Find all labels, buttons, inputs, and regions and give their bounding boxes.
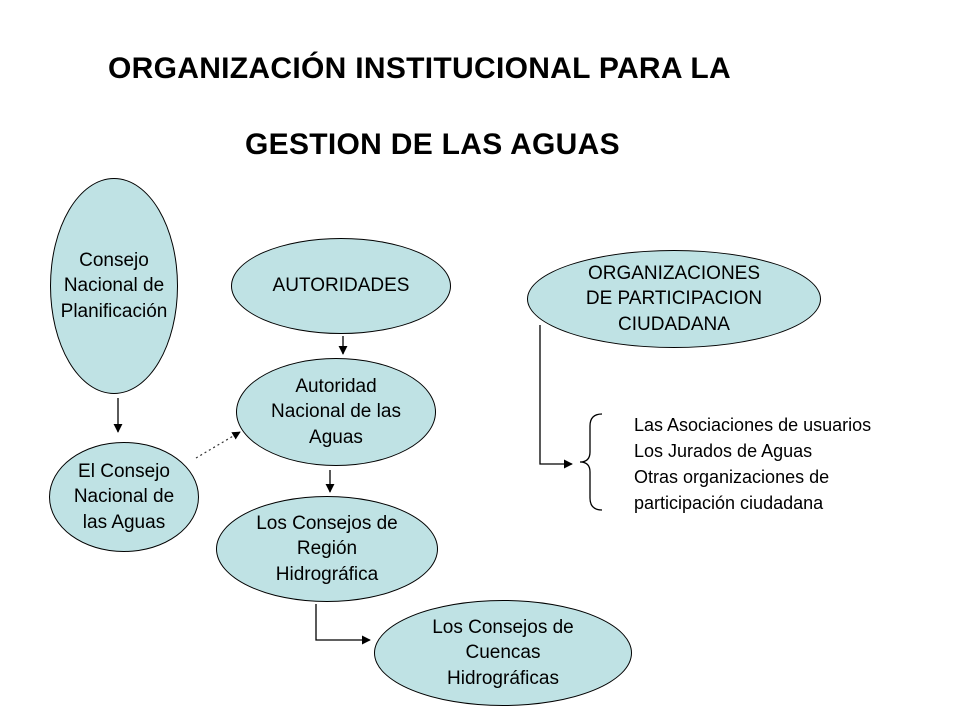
node-text-line: las Aguas [82, 511, 166, 533]
node-text-line: Autoridad [295, 375, 377, 397]
list-item: Las Asociaciones de usuarios [634, 415, 872, 435]
node-consejos-cuencas-hidrograficas: Los Consejos de Cuencas Hidrográficas [374, 600, 632, 706]
arrow-region-to-cuencas [315, 604, 371, 645]
participation-list: Las Asociaciones de usuarios Los Jurados… [634, 412, 871, 516]
node-text-line: El Consejo [78, 460, 170, 482]
page-title-line-2: GESTION DE LAS AGUAS [245, 128, 620, 161]
list-item: participación ciudadana [634, 493, 824, 514]
node-text-line: Nacional de las [271, 401, 401, 423]
node-text-line: ORGANIZACIONES [587, 262, 761, 284]
list-item: Otras organizaciones de [634, 467, 830, 488]
node-text-line: Los Consejos de [256, 512, 398, 534]
node-text-line: Los Consejos de [432, 616, 574, 638]
node-text-line: Región [296, 538, 358, 560]
node-autoridad-nacional-aguas: Autoridad Nacional de las Aguas [236, 358, 436, 466]
node-consejo-nacional-planificacion: Consejo Nacional de Planificación [50, 178, 178, 394]
list-item: Los Jurados de Aguas [634, 441, 813, 462]
node-autoridades: AUTORIDADES [231, 238, 451, 334]
page-title-line-1: ORGANIZACIÓN INSTITUCIONAL PARA LA [108, 52, 731, 85]
node-text-line: Hidrográficas [447, 667, 559, 689]
node-text-line: Consejo [79, 249, 149, 271]
node-text-line: Aguas [309, 426, 363, 448]
list-brace [579, 413, 603, 511]
node-consejo-nacional-aguas: El Consejo Nacional de las Aguas [49, 442, 199, 552]
node-text-line: Planificación [60, 300, 168, 322]
node-text-line: Hidrográfica [275, 563, 379, 585]
node-text-line: Nacional de [73, 486, 175, 508]
node-text-line: DE PARTICIPACION [585, 288, 763, 310]
node-consejos-region-hidrografica: Los Consejos de Región Hidrográfica [216, 496, 438, 602]
node-text-line: Nacional de [63, 275, 165, 297]
node-organizaciones-participacion: ORGANIZACIONES DE PARTICIPACION CIUDADAN… [527, 250, 821, 348]
node-text-line: CIUDADANA [618, 313, 730, 335]
dotted-link-consejo-to-autoridad [195, 431, 241, 459]
arrow-organizaciones-to-list [539, 325, 573, 469]
node-text-line: AUTORIDADES [272, 275, 410, 297]
node-text-line: Cuencas [465, 642, 541, 664]
